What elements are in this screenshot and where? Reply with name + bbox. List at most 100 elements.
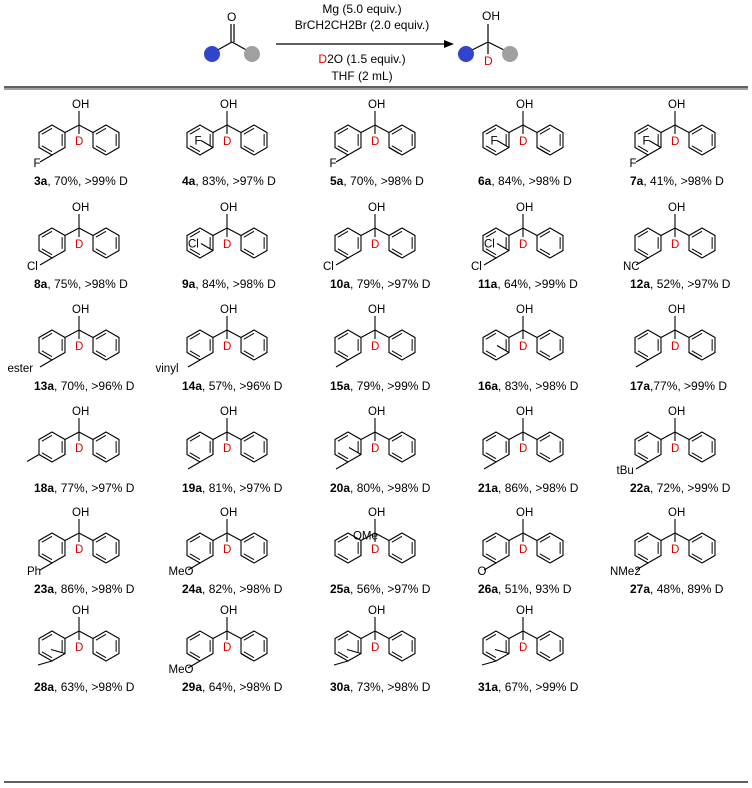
hydroxyl-label: OH (72, 99, 89, 111)
double-bond (637, 434, 649, 442)
yield-and-d-incorporation: , 64%, >98% D (202, 680, 283, 694)
compound-caption: 12a, 52%, >97% D (630, 277, 730, 291)
deuterium-label: D (75, 642, 83, 654)
double-bond (243, 633, 255, 641)
right-aryl-ring (688, 329, 716, 361)
yield-and-d-incorporation: , 83%, >98% D (498, 379, 579, 393)
compound-caption: 30a, 73%, >98% D (330, 680, 430, 694)
compound-number: 9a (182, 277, 196, 291)
double-bond (337, 553, 349, 561)
yield-and-d-incorporation: , 41%, >98% D (643, 174, 724, 188)
arrow-head-icon (444, 40, 454, 48)
bond-line (374, 329, 390, 338)
substituent-label: Ph (27, 566, 41, 578)
double-bond (485, 553, 497, 561)
yield-and-d-incorporation: , 70%, >96% D (54, 379, 135, 393)
deuterium-label: D (671, 341, 679, 353)
structure-drawing: OHD (26, 406, 120, 463)
double-bond (637, 127, 649, 135)
double-bond (243, 332, 255, 340)
bond-line (360, 431, 376, 440)
deuterium-label: D (371, 642, 379, 654)
bond-line (64, 431, 80, 440)
double-bond (189, 651, 201, 659)
double-bond (95, 230, 107, 238)
bond-line (374, 630, 390, 639)
bond-line (508, 532, 524, 541)
bottom-rule (4, 781, 748, 783)
bond-line (674, 329, 690, 338)
hydroxyl-label: OH (368, 605, 385, 617)
double-bond (41, 145, 53, 153)
d2o-rest-label: 2O (1.5 equiv.) (327, 52, 406, 66)
double-bond (539, 127, 551, 135)
left-aryl-ring (334, 431, 362, 463)
bond-line (187, 359, 201, 368)
substituent-label: Cl (323, 261, 334, 273)
deuterium-label: D (223, 544, 231, 556)
bond-line (660, 532, 676, 541)
double-bond (243, 434, 255, 442)
compound-caption: 4a, 83%, >97% D (182, 174, 276, 188)
structure-drawing: OH D (634, 304, 716, 368)
double-bond (95, 248, 107, 256)
bond-line (496, 243, 510, 251)
yield-and-d-incorporation: , 52%, >97% D (650, 277, 731, 291)
substituent-label: Cl (484, 239, 495, 251)
deuterium-label: D (75, 239, 83, 251)
double-bond (485, 332, 497, 340)
bond-line (360, 532, 376, 541)
bond-line (348, 447, 362, 455)
compound-number: 6a (478, 174, 492, 188)
bond-line (346, 648, 362, 655)
bond-line (635, 154, 649, 163)
bond-line (660, 329, 676, 338)
double-bond (691, 230, 703, 238)
bond-line (536, 147, 548, 154)
deuterium-label: D (223, 239, 231, 251)
double-bond (41, 633, 53, 641)
double-bond (41, 248, 53, 256)
hydroxyl-label: OH (72, 202, 89, 214)
compound-caption: 19a, 81%, >97% D (182, 481, 282, 495)
double-bond (243, 127, 255, 135)
double-bond (337, 633, 349, 641)
hydroxyl-label: OH (368, 202, 385, 214)
hydroxyl-label: OH (220, 406, 237, 418)
double-bond (189, 350, 201, 358)
double-bond (691, 452, 703, 460)
right-aryl-ring (92, 431, 120, 463)
bond-line (335, 359, 349, 368)
compound-number: 8a (34, 277, 48, 291)
substituent-label: F (490, 136, 497, 148)
double-bond (691, 127, 703, 135)
compound-number: 3a (34, 174, 48, 188)
structure-drawing: OHD (482, 304, 564, 361)
bond-line (635, 461, 649, 470)
double-bond (691, 535, 703, 543)
right-aryl-ring (388, 431, 416, 463)
deuterium-label: D (519, 642, 527, 654)
right-aryl-ring (388, 227, 416, 259)
bond-line (635, 562, 649, 571)
double-bond (41, 553, 53, 561)
substituent-label: F (642, 136, 649, 148)
bond-line (508, 227, 524, 236)
double-bond (539, 145, 551, 153)
double-bond (189, 452, 201, 460)
compound-number: 5a (330, 174, 344, 188)
left-aryl-ring (334, 124, 362, 156)
deuterium-label: D (75, 341, 83, 353)
right-aryl-ring (388, 532, 416, 564)
deuterium-label: D (671, 544, 679, 556)
hydroxyl-label: OH (668, 304, 685, 316)
double-bond (637, 350, 649, 358)
double-bond (95, 452, 107, 460)
double-bond (243, 553, 255, 561)
double-bond (391, 651, 403, 659)
